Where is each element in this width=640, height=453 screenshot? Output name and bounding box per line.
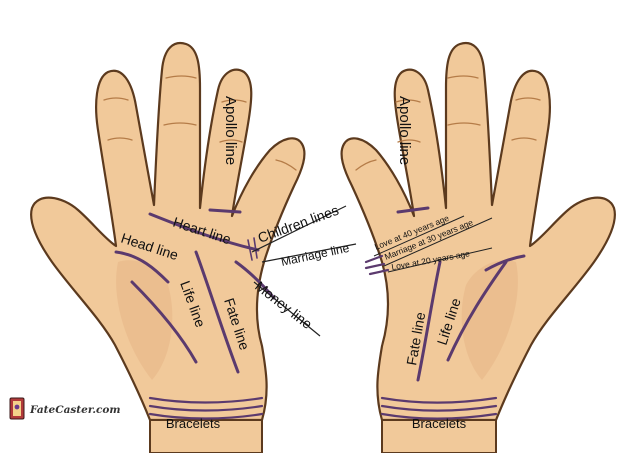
left-palm-lines bbox=[114, 208, 276, 420]
right-love40-line bbox=[364, 254, 384, 264]
left-children-line-2 bbox=[253, 237, 258, 259]
left-bracelet-1 bbox=[148, 396, 264, 404]
right-marriage30-line bbox=[364, 262, 386, 270]
left-wrist bbox=[149, 419, 263, 453]
right-hand bbox=[340, 41, 616, 453]
right-life-line bbox=[446, 260, 508, 362]
left-bracelets-label: Bracelets bbox=[166, 416, 221, 431]
left-leader-lines bbox=[251, 205, 357, 337]
right-palm-lines bbox=[364, 206, 526, 420]
left-money-label: Money line bbox=[252, 278, 315, 332]
right-bracelet-1 bbox=[380, 396, 498, 404]
right-apollo-line bbox=[396, 206, 430, 214]
left-thumb-mound bbox=[116, 260, 173, 380]
left-children-line-1 bbox=[247, 239, 253, 261]
right-finger-creases bbox=[355, 75, 541, 171]
left-fate-line bbox=[194, 250, 240, 374]
left-heart-line bbox=[148, 212, 260, 252]
right-bracelet-3 bbox=[380, 412, 498, 420]
right-fate-line bbox=[416, 260, 442, 382]
left-hand-shape bbox=[30, 41, 306, 422]
left-life-line bbox=[130, 280, 198, 364]
right-wrist bbox=[381, 419, 497, 453]
left-head-line bbox=[114, 250, 170, 284]
logo[interactable]: FateCaster.com bbox=[9, 397, 121, 420]
left-bracelet-2 bbox=[148, 404, 264, 412]
right-hand-shape bbox=[340, 41, 616, 422]
right-thumb-mound bbox=[461, 260, 518, 380]
right-bracelet-2 bbox=[380, 404, 498, 412]
left-apollo-line bbox=[208, 208, 242, 214]
right-love20-line bbox=[368, 268, 390, 276]
right-bracelets-label: Bracelets bbox=[412, 416, 467, 431]
left-money-line bbox=[234, 260, 276, 300]
tarot-card-icon bbox=[9, 397, 25, 420]
left-hand bbox=[30, 41, 357, 453]
left-apollo-label: Apollo line bbox=[222, 96, 239, 165]
right-apollo-label: Apollo line bbox=[396, 96, 413, 165]
left-marriage-label: Marriage line bbox=[280, 241, 351, 269]
logo-text: FateCaster.com bbox=[29, 404, 121, 416]
left-finger-creases bbox=[103, 75, 297, 171]
right-leader-lines bbox=[373, 215, 493, 273]
left-bracelet-3 bbox=[148, 412, 264, 420]
